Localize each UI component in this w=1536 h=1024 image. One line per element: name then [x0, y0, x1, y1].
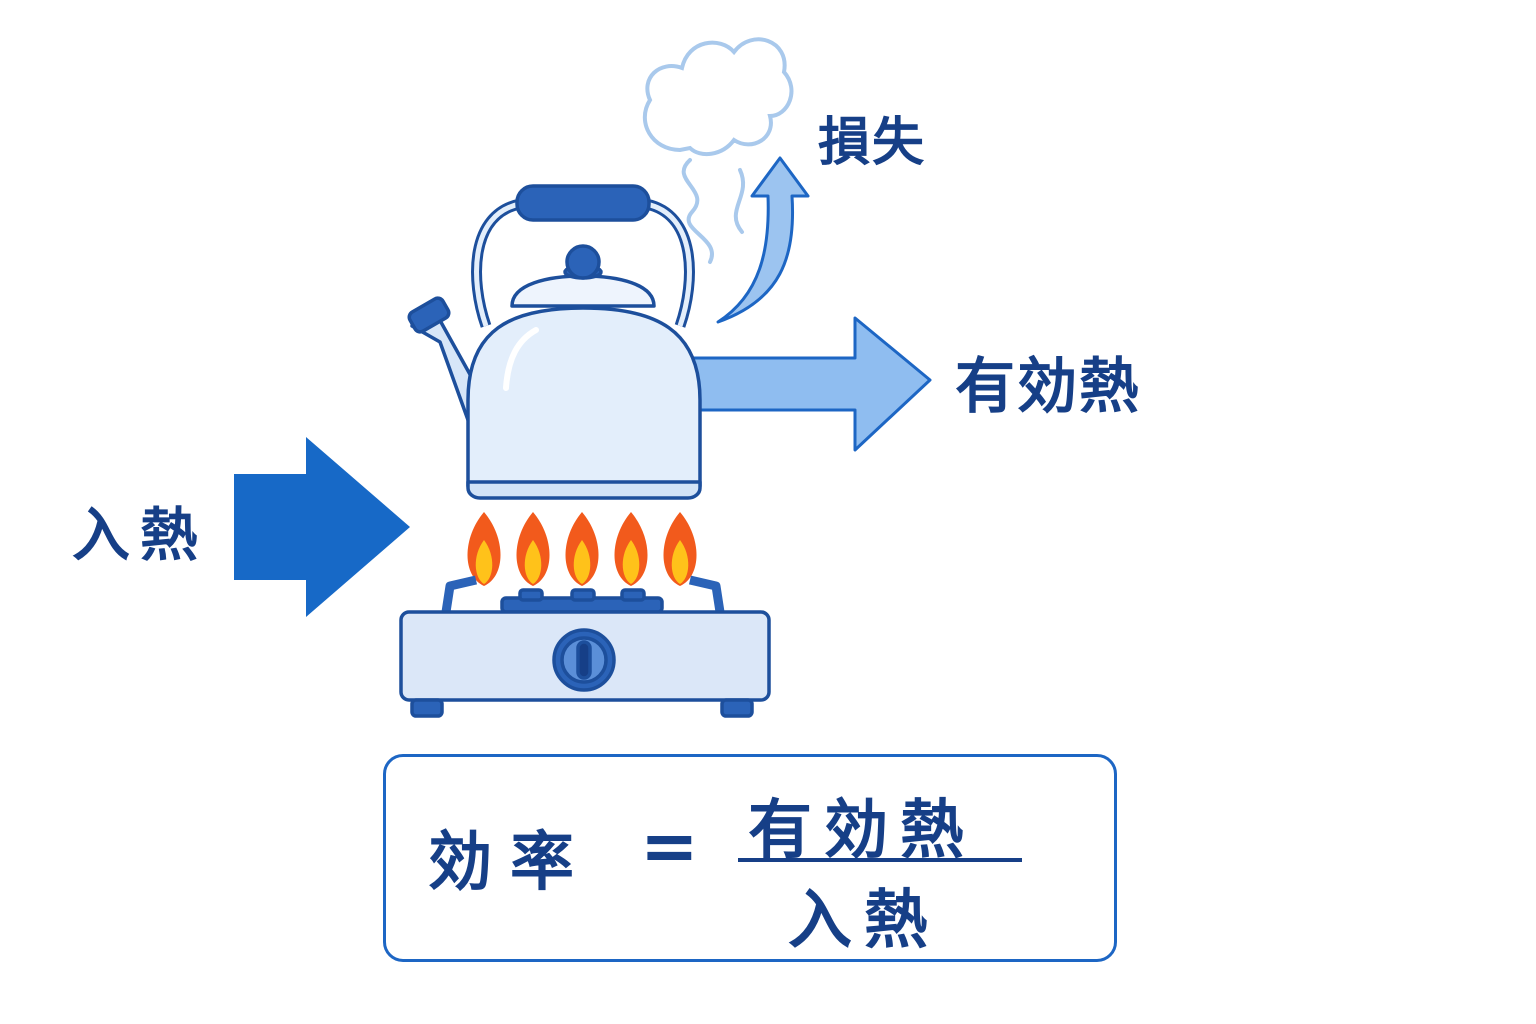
flame-icon	[663, 512, 697, 586]
input-heat-arrow	[234, 437, 410, 617]
loss-arrow	[716, 156, 810, 324]
input-heat-label: 入熱	[72, 501, 209, 569]
flame-icon	[467, 512, 501, 586]
steam-icon	[643, 37, 794, 264]
loss-label: 損失	[818, 113, 927, 173]
flame-icon	[565, 512, 599, 586]
flame-icon	[614, 512, 648, 586]
flame-icon	[516, 512, 550, 586]
formula-numerator: 有効熱	[748, 794, 976, 868]
formula-efficiency: 効率	[428, 826, 592, 900]
burner-flames	[467, 512, 697, 586]
gas-stove-icon	[399, 575, 771, 718]
formula-denominator: 入熱	[788, 884, 940, 958]
useful-heat-arrow	[688, 316, 932, 452]
formula-equals: =	[640, 805, 699, 887]
useful-heat-label: 有効熱	[955, 352, 1141, 422]
efficiency-formula-box: 効率 = 有効熱 入熱	[383, 754, 1117, 962]
fraction-line	[738, 858, 1022, 862]
kettle-icon	[407, 184, 702, 500]
